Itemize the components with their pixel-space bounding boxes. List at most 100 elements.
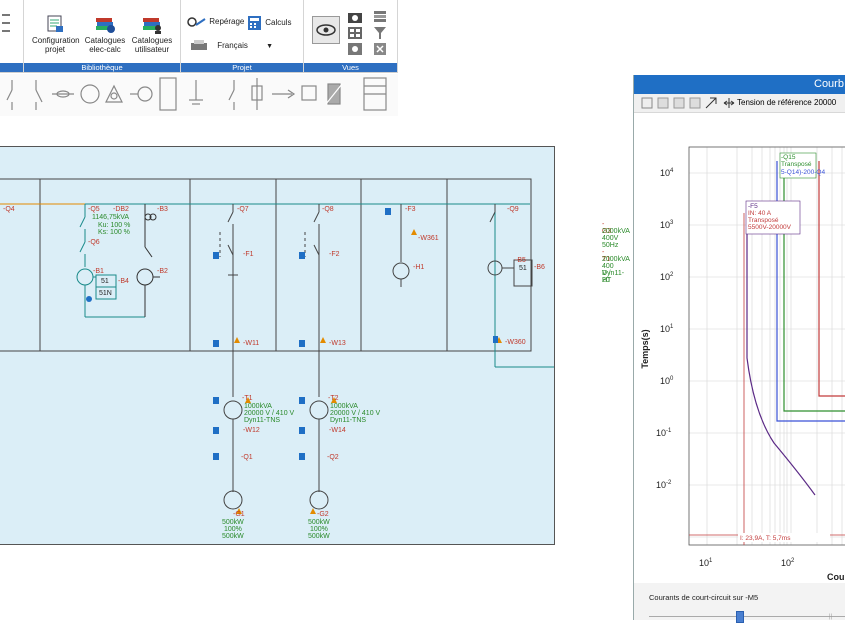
feeder-q7[interactable] (219, 204, 243, 510)
g2-spec-2: 500kW (308, 533, 330, 540)
label-ku: Ku: 100 % (98, 222, 131, 229)
feeder-q5[interactable] (76, 204, 145, 318)
grid-view-icon[interactable] (348, 26, 362, 39)
annot-f5-volt: 5500V-20000V (748, 224, 792, 231)
bypass-symbol-icon[interactable] (325, 83, 343, 105)
ct-symbol-icon[interactable] (130, 86, 153, 102)
svg-text:100: 100 (660, 376, 674, 386)
single-line-diagram[interactable]: -Q4 -Q5 -DB2 1146,75kVA Ku: 100 % Ks: 10… (0, 146, 555, 545)
feeder-q9[interactable] (487, 204, 533, 287)
label-t1: -T1 (602, 249, 611, 263)
y-tick-base-2: 10 (660, 272, 670, 282)
switch-symbol-icon[interactable] (6, 80, 13, 110)
y-tick-exp-1: 3 (670, 220, 674, 226)
catalogues-user-button[interactable]: Catalogues utilisateur (129, 14, 175, 54)
info-icon[interactable] (86, 296, 92, 302)
y-tick-base-4: 10 (660, 376, 670, 386)
curve-window[interactable]: Courb Tension de référence 20000 (633, 75, 845, 623)
q15-annotation-box[interactable] (779, 152, 817, 179)
cabinet-symbol-icon[interactable] (363, 77, 387, 111)
readout-box (738, 533, 830, 542)
motor-symbol-icon[interactable] (80, 84, 100, 104)
relay-symbol-icon[interactable] (301, 85, 317, 101)
printer-icon (189, 40, 209, 52)
ribbon: Configuration projet Catalogues elec-cal… (0, 0, 398, 73)
expand-icon[interactable] (705, 97, 717, 109)
reperage-label: Repérage (209, 17, 245, 27)
curve-copy-icon[interactable] (689, 97, 701, 109)
g1-spec-1: 100% (224, 526, 242, 533)
svg-text:101: 101 (660, 324, 674, 334)
view-preview-button[interactable] (312, 16, 340, 44)
label-ks: Ks: 100 % (98, 229, 130, 236)
label-f3: -F3 (405, 206, 416, 213)
ground-symbol-icon[interactable] (189, 80, 203, 105)
label-q5: -Q5 (88, 206, 100, 213)
label-f2: -F2 (329, 251, 340, 258)
t1-spec-0: 2000kVA (602, 256, 630, 263)
tension-value[interactable]: 20000 (814, 98, 837, 107)
g3-spec-2: 50Hz (602, 242, 619, 249)
y-tick-base-3: 10 (660, 324, 670, 334)
label-f1: -F1 (243, 251, 254, 258)
label-db2-power: 1146,75kVA (92, 214, 130, 221)
y-tick-exp-2: 2 (670, 272, 674, 278)
stack-icon[interactable] (374, 10, 386, 22)
language-label: Français (217, 41, 248, 51)
ribbon-partial-icons[interactable] (2, 8, 10, 48)
curve-window-titlebar[interactable]: Courb (634, 75, 845, 94)
feeder-q8[interactable] (304, 204, 329, 510)
camera-icon[interactable] (348, 10, 362, 23)
network-view-icon[interactable] (348, 42, 362, 55)
arrow-symbol-icon[interactable] (272, 89, 296, 99)
annot-f5: -F5 (748, 203, 758, 210)
annot-f5-in: IN: 40 A (748, 210, 772, 217)
feeder-b2[interactable] (136, 204, 160, 317)
switch2-symbol-icon[interactable] (228, 80, 235, 110)
language-select[interactable]: Français ▼ (189, 40, 273, 52)
calculs-button[interactable]: Calculs (247, 16, 291, 30)
label-q8: -Q8 (322, 206, 334, 213)
catalogues-elec-button[interactable]: Catalogues elec-calc (82, 14, 128, 54)
annot-readout: I: 23,9A, T: 5,7ms (740, 535, 791, 542)
label-t1b: -T1 (242, 395, 253, 402)
g3-spec-1: 400V (602, 235, 619, 242)
x-tick-base-0: 10 (699, 558, 709, 568)
feeder-f3[interactable] (392, 204, 410, 287)
label-g3: -G3 (602, 221, 612, 235)
filter-icon[interactable] (374, 26, 386, 39)
tcc-plot[interactable]: 104 103 102 101 100 10-1 10-2 101 102 Te… (634, 113, 845, 583)
svg-text:102: 102 (781, 558, 795, 568)
g2-spec-0: 500kW (308, 519, 330, 526)
label-w14: -W14 (329, 427, 346, 434)
label-b6: -B6 (534, 264, 545, 271)
annot-q14-line: 5-Q14)-200-Q4 (781, 169, 825, 176)
move-icon[interactable] (723, 98, 735, 108)
curves[interactable] (689, 161, 845, 545)
close-view-icon[interactable] (374, 42, 386, 55)
x-axis-label: Cour (827, 572, 845, 582)
label-q7: -Q7 (237, 206, 249, 213)
cable-icons (213, 208, 498, 460)
label-b4-51: 51 (101, 278, 109, 285)
disconnector-symbol-icon[interactable] (35, 80, 43, 110)
slider-track[interactable] (649, 616, 845, 617)
grid-toggle-icon[interactable] (641, 97, 653, 109)
label-q1: -Q1 (241, 454, 253, 461)
slider-thumb[interactable] (736, 611, 744, 623)
config-project-button[interactable]: Configuration projet (32, 14, 80, 54)
triangle-transformer-icon[interactable] (105, 84, 123, 103)
breaker-symbol-icon[interactable] (52, 90, 74, 98)
annot-f5-transpose: Transposé (748, 217, 779, 224)
svg-text:10-1: 10-1 (656, 428, 672, 438)
t1b-spec-1: 20000 V / 410 V (244, 410, 295, 417)
f5-annotation-box[interactable] (745, 200, 801, 235)
group-label-vues: Vues (304, 63, 397, 72)
curve-print-icon[interactable] (673, 97, 685, 109)
panel-symbol-icon[interactable] (159, 77, 177, 111)
curve-export-icon[interactable] (657, 97, 669, 109)
label-b2: -B2 (157, 268, 168, 275)
label-q9: -Q9 (507, 206, 519, 213)
fuse-switch-symbol-icon[interactable] (251, 78, 263, 110)
reperage-button[interactable]: Repérage (187, 16, 244, 28)
